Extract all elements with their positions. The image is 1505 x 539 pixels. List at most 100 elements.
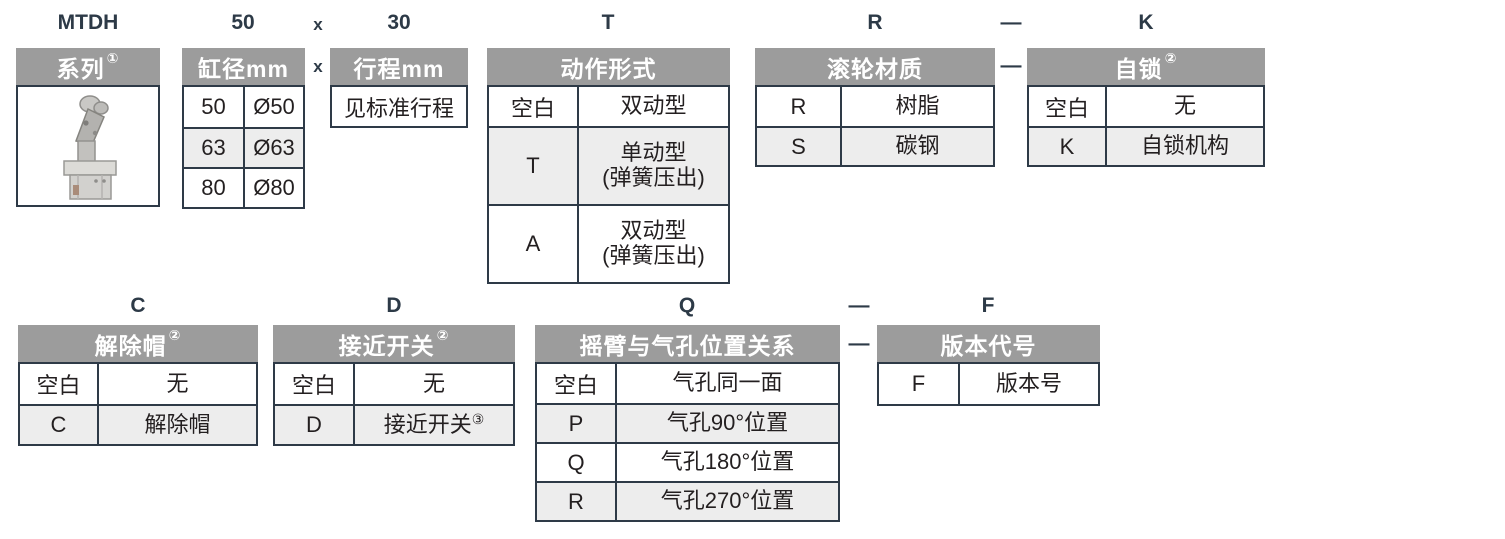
separator-dash2-header: — <box>848 332 870 355</box>
table-row: 80 Ø80 <box>184 167 303 207</box>
option-desc: 气孔同一面 <box>672 370 783 396</box>
option-desc: 自锁机构 <box>1140 133 1229 159</box>
table-row: 63 Ø63 <box>184 127 303 167</box>
options-table-roller: 滚轮材质 R 树脂 S 碳钢 <box>755 48 995 167</box>
option-code: 空白 <box>537 364 617 403</box>
product-image <box>16 85 160 207</box>
option-desc-line2: (弹簧压出) <box>602 165 705 190</box>
options-table-port: 摇臂与气孔位置关系 空白 气孔同一面 P 气孔90°位置 Q 气孔180°位置 … <box>535 325 840 522</box>
option-desc: 双动型 <box>620 93 687 119</box>
code-letter-cap: C <box>130 294 146 317</box>
table-header: 缸径mm <box>182 48 305 85</box>
table-header: 行程mm <box>330 48 468 85</box>
code-letter-action: T <box>601 11 615 34</box>
option-code: 80 <box>184 169 245 207</box>
footnote-mark: ② <box>1164 50 1178 66</box>
option-desc: 解除帽 <box>144 411 211 437</box>
table-title: 摇臂与气孔位置关系 <box>579 332 796 359</box>
table-title: 行程mm <box>353 55 445 82</box>
footnote-mark: ③ <box>471 411 485 428</box>
code-letter-roller: R <box>867 11 883 34</box>
option-desc: 树脂 <box>895 93 940 119</box>
table-row: S 碳钢 <box>757 126 993 165</box>
options-table-version: 版本代号 F 版本号 <box>877 325 1100 406</box>
table-row: 空白 双动型 <box>489 87 728 126</box>
table-row: F 版本号 <box>879 364 1098 404</box>
option-desc: Ø50 <box>253 93 295 119</box>
code-letter-stroke: 30 <box>387 11 411 34</box>
footnote-mark: ② <box>168 327 182 343</box>
table-row: R 树脂 <box>757 87 993 126</box>
code-letter-switch: D <box>386 294 402 317</box>
options-table-action: 动作形式 空白 双动型 T 单动型 (弹簧压出) A 双动型 (弹簧压出) <box>487 48 730 284</box>
table-row: T 单动型 (弹簧压出) <box>489 126 728 204</box>
option-desc: 无 <box>1173 93 1196 119</box>
table-row: 空白 无 <box>275 364 513 404</box>
table-row: A 双动型 (弹簧压出) <box>489 204 728 282</box>
option-code: T <box>489 128 579 204</box>
table-row: K 自锁机构 <box>1029 126 1263 165</box>
option-code: F <box>879 364 960 404</box>
table-title: 缸径mm <box>198 55 289 82</box>
table-row: 空白 气孔同一面 <box>537 364 838 403</box>
options-table-bore: 缸径mm 50 Ø50 63 Ø63 80 Ø80 <box>182 48 305 209</box>
table-row: R 气孔270°位置 <box>537 481 838 520</box>
table-row: C 解除帽 <box>20 404 256 444</box>
option-code: K <box>1029 128 1107 165</box>
code-letter-lock: K <box>1138 11 1154 34</box>
option-code: D <box>275 406 355 444</box>
option-code: 63 <box>184 129 245 167</box>
stroke-note: 见标准行程 <box>330 85 468 128</box>
option-desc: 无 <box>166 370 189 396</box>
table-title: 接近开关 <box>338 332 435 359</box>
code-letter-version: F <box>981 294 995 317</box>
option-desc: 双动型 <box>620 218 687 244</box>
table-title: 解除帽 <box>94 332 167 359</box>
code-letter-bore: 50 <box>231 11 255 34</box>
separator-dash2-top: — <box>848 294 870 317</box>
separator-x-top: x <box>313 15 323 34</box>
option-desc: 气孔90°位置 <box>666 410 789 436</box>
code-letter-port: Q <box>678 294 696 317</box>
option-code: S <box>757 128 842 165</box>
option-desc: Ø63 <box>253 134 295 160</box>
table-title: 版本代号 <box>940 332 1037 359</box>
separator-dash-header: — <box>1000 54 1022 77</box>
separator-x-header: x <box>313 57 323 76</box>
table-header: 动作形式 <box>487 48 730 85</box>
table-row: 50 Ø50 <box>184 87 303 127</box>
table-row: D 接近开关③ <box>275 404 513 444</box>
option-desc: 气孔180°位置 <box>660 449 795 475</box>
table-title: 动作形式 <box>560 55 657 82</box>
stopper-cylinder-illustration <box>63 95 117 200</box>
footnote-mark: ① <box>106 50 120 66</box>
separator-dash-top: — <box>1000 11 1022 34</box>
table-header: 版本代号 <box>877 325 1100 362</box>
option-code: 空白 <box>275 364 355 404</box>
option-code: R <box>757 87 842 126</box>
table-header: 滚轮材质 <box>755 48 995 85</box>
option-desc: 碳钢 <box>895 133 940 159</box>
code-letter-series: MTDH <box>57 11 119 34</box>
table-row: 空白 无 <box>1029 87 1263 126</box>
option-code: P <box>537 405 617 442</box>
option-code: Q <box>537 444 617 481</box>
table-row: P 气孔90°位置 <box>537 403 838 442</box>
option-desc: 接近开关③ <box>383 411 485 438</box>
option-code: 空白 <box>1029 87 1107 126</box>
table-row: Q 气孔180°位置 <box>537 442 838 481</box>
table-row: 空白 无 <box>20 364 256 404</box>
option-desc: 无 <box>422 370 445 396</box>
option-code: 空白 <box>20 364 99 404</box>
footnote-mark: ② <box>436 327 450 343</box>
option-desc: 气孔270°位置 <box>660 488 795 514</box>
